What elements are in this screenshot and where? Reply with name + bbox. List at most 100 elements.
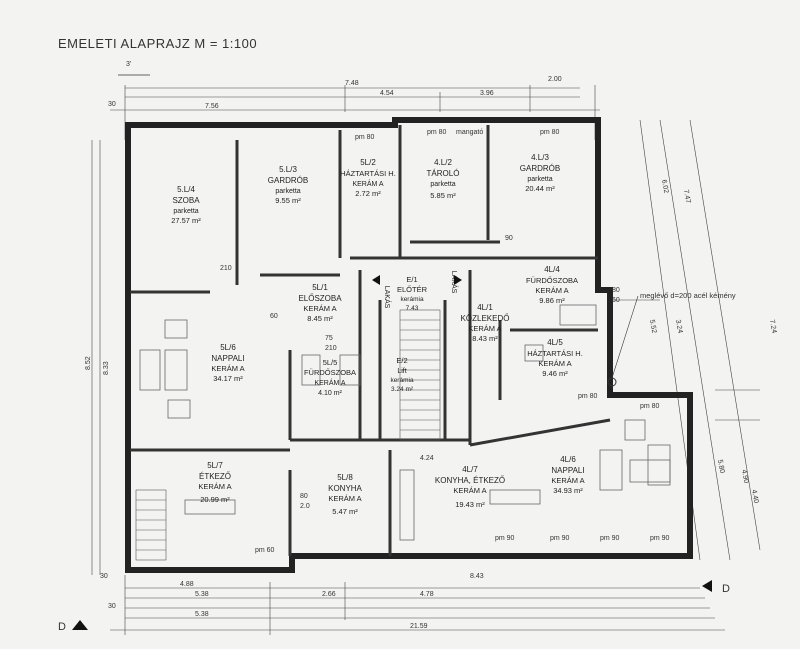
outer-walls (125, 117, 693, 573)
dim-left-1: 8.52 (85, 356, 92, 370)
lakas-label-left: LAKÁS (383, 286, 392, 309)
svg-text:KÖZLEKEDŐ: KÖZLEKEDŐ (461, 314, 510, 323)
svg-text:parketta: parketta (275, 188, 300, 195)
svg-text:NAPPALI: NAPPALI (551, 466, 584, 475)
window-label-11: mangató (456, 129, 483, 136)
svg-text:34.93 m²: 34.93 m² (553, 486, 583, 495)
room-4l6: 4L/6 NAPPALI KERÁM A 34.93 m² (551, 455, 584, 495)
entry-arrow-left (372, 275, 380, 285)
svg-text:7.43: 7.43 (406, 305, 419, 312)
svg-text:5.47 m²: 5.47 m² (332, 507, 358, 516)
svg-text:KERÁM A: KERÁM A (352, 179, 383, 188)
svg-text:5L/2: 5L/2 (360, 158, 376, 167)
svg-text:KERÁM A: KERÁM A (198, 482, 231, 491)
dim-bottom-1: 4.88 (180, 581, 194, 588)
svg-text:HÁZTARTÁSI H.: HÁZTARTÁSI H. (527, 349, 583, 358)
window-label-1: pm 80 (355, 134, 375, 141)
window-label-8: pm 90 (650, 535, 670, 542)
svg-text:KERÁM A: KERÁM A (314, 378, 345, 387)
svg-text:4L/5: 4L/5 (547, 338, 563, 347)
dim-right-6: 4.90 (740, 469, 749, 484)
dim-misc-75: 75 (325, 335, 333, 342)
chimney-note: meglévő d=200 acél kémény (640, 291, 736, 300)
furniture (139, 304, 671, 541)
svg-text:KERÁM A: KERÁM A (551, 476, 584, 485)
svg-text:9.46 m²: 9.46 m² (542, 369, 568, 378)
room-5l2: 5L/2 HÁZTARTÁSI H. KERÁM A 2.72 m² (340, 158, 396, 198)
dim-bottom-7: 21.59 (410, 623, 428, 630)
dim-top-5: 7.56 (205, 103, 219, 110)
svg-text:8.43 m²: 8.43 m² (472, 334, 498, 343)
room-5l3: 5.L/3 GARDRÓB parketta 9.55 m² (268, 165, 308, 205)
north-mark: 3' (126, 61, 131, 68)
svg-text:KERÁM A: KERÁM A (453, 486, 486, 495)
room-5l5: 5L/5 FÜRDŐSZOBA KERÁM A 4.10 m² (304, 358, 356, 397)
svg-text:ELŐSZOBA: ELŐSZOBA (298, 294, 342, 303)
dim-misc-80: 80 (300, 493, 308, 500)
dim-bottom-8: 30 (108, 603, 116, 610)
svg-text:KERÁM A: KERÁM A (538, 359, 571, 368)
svg-text:parketta: parketta (430, 181, 455, 188)
svg-text:4.10 m²: 4.10 m² (318, 390, 342, 397)
svg-text:5.85 m²: 5.85 m² (430, 191, 456, 200)
window-label-5: pm 90 (495, 535, 515, 542)
dim-misc-60: 60 (270, 313, 278, 320)
dim-misc-210b: 210 (220, 265, 232, 272)
svg-text:8.45 m²: 8.45 m² (307, 314, 333, 323)
room-e1: E/1 ELŐTÉR kerámia 7.43 (397, 275, 428, 312)
svg-text:kerámia: kerámia (390, 377, 414, 384)
room-5l1: 5L/1 ELŐSZOBA KERÁM A 8.45 m² (298, 283, 342, 323)
room-4l1: 4L/1 KÖZLEKEDŐ KERÁM A 8.43 m² (461, 303, 510, 343)
section-marker-left: D (58, 620, 88, 633)
left-dimensions (91, 140, 101, 575)
dim-top-4: 2.00 (548, 76, 562, 83)
svg-text:HÁZTARTÁSI H.: HÁZTARTÁSI H. (340, 169, 396, 178)
dim-right-1: 6.02 (660, 179, 669, 194)
section-marker-right: D (702, 580, 730, 595)
chimney-symbol (607, 377, 617, 387)
svg-text:Lift: Lift (397, 368, 406, 375)
svg-text:NAPPALI: NAPPALI (211, 354, 244, 363)
svg-text:9.55 m²: 9.55 m² (275, 196, 301, 205)
room-4l7: 4L/7 KONYHA, ÉTKEZŐ KERÁM A 19.43 m² (435, 465, 505, 509)
dim-misc-4-24: 4.24 (420, 455, 434, 462)
window-label-2: pm 80 (427, 129, 447, 136)
window-label-6: pm 90 (550, 535, 570, 542)
dim-right-8: 7.24 (768, 319, 777, 334)
svg-text:KERÁM A: KERÁM A (303, 304, 336, 313)
svg-text:ELŐTÉR: ELŐTÉR (397, 285, 428, 294)
stairs (135, 309, 441, 561)
svg-text:SZOBA: SZOBA (172, 196, 200, 205)
dim-misc-80b: 80 (612, 287, 620, 294)
room-4l2: 4.L/2 TÁROLÓ parketta 5.85 m² (427, 158, 460, 200)
bottom-dimensions (110, 575, 725, 635)
dim-misc-30: 30 (100, 573, 108, 580)
room-5l4: 5.L/4 SZOBA parketta 27.57 m² (171, 185, 201, 225)
svg-text:20.99 m²: 20.99 m² (200, 495, 230, 504)
room-5l6: 5L/6 NAPPALI KERÁM A 34.17 m² (211, 343, 244, 383)
window-label-4: pm 80 (640, 403, 660, 410)
dim-left-2: 8.33 (103, 361, 110, 375)
right-dimensions (610, 119, 761, 561)
svg-text:4.L/2: 4.L/2 (434, 158, 452, 167)
dim-misc-90: 90 (505, 235, 513, 242)
entry-arrow-right (454, 275, 462, 285)
svg-text:2.72 m²: 2.72 m² (355, 189, 381, 198)
dim-bottom-2: 8.43 (470, 573, 484, 580)
dim-right-7: 4.40 (750, 489, 759, 504)
svg-text:9.86 m²: 9.86 m² (539, 296, 565, 305)
svg-text:5L/6: 5L/6 (220, 343, 236, 352)
svg-text:3.24 m²: 3.24 m² (391, 386, 414, 393)
window-label-9: pm 60 (255, 547, 275, 554)
svg-text:GARDRÓB: GARDRÓB (520, 164, 560, 173)
room-4l3: 4.L/3 GARDRÓB parketta 20.44 m² (520, 153, 560, 193)
room-5l7: 5L/7 ÉTKEZŐ KERÁM A 20.99 m² (198, 461, 231, 504)
top-dimensions (110, 85, 600, 140)
svg-text:KONYHA: KONYHA (328, 484, 362, 493)
dim-right-2: 7.47 (682, 189, 691, 204)
chimney-leader (611, 295, 639, 379)
svg-text:5L/8: 5L/8 (337, 473, 353, 482)
svg-text:KERÁM A: KERÁM A (328, 494, 361, 503)
